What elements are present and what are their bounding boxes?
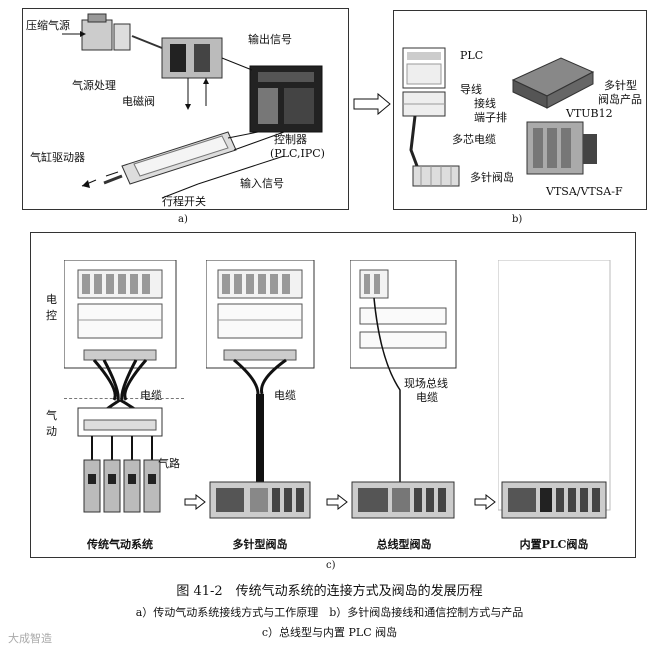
compressed-air-label: 压缩气源	[26, 19, 70, 32]
product-title-2: 阀岛产品	[598, 93, 642, 106]
pneumatic-label-1: 气	[46, 409, 57, 422]
vtub-label: VTUB12	[566, 107, 613, 120]
stage-fieldbus-diagram	[350, 260, 457, 519]
panel-a-label: a)	[178, 214, 188, 225]
plc-label: PLC	[460, 49, 484, 62]
solenoid-valve-label: 电磁阀	[122, 95, 155, 108]
stage-plc-diagram	[498, 260, 611, 519]
fieldbus-label-1: 现场总线	[404, 377, 448, 390]
controller-types-label: (PLC,IPC)	[270, 147, 325, 160]
arrow-stage-3	[474, 494, 496, 510]
wire-label: 导线	[460, 83, 482, 96]
stage-name-traditional: 传统气动系统	[87, 538, 153, 551]
panel-c-label: c)	[326, 560, 336, 571]
multipin-island-label: 多针阀岛	[470, 171, 514, 184]
output-signal-label: 输出信号	[248, 33, 292, 46]
terminal-strip-label: 端子排	[474, 111, 507, 124]
panel-b-diagram	[402, 47, 597, 187]
stage-name-fieldbus: 总线型阀岛	[376, 538, 432, 551]
stage-name-plc: 内置PLC阀岛	[519, 538, 589, 551]
wiring-label: 接线	[474, 97, 496, 110]
electric-control-label-1: 电	[46, 293, 57, 306]
stage-traditional-diagram	[64, 260, 177, 513]
panel-a-diagram	[62, 13, 323, 199]
stage-name-multipin: 多针型阀岛	[232, 538, 288, 551]
arrow-stage-1	[184, 494, 206, 510]
arrow-stage-2	[326, 494, 348, 510]
multicore-cable-label: 多芯电缆	[452, 133, 496, 146]
figure-caption-title: 图 41-2 传统气动系统的连接方式及阀岛的发展历程	[176, 584, 483, 599]
input-signal-label: 输入信号	[240, 177, 284, 190]
cable-label-1: 电缆	[140, 389, 162, 402]
fieldbus-label-2: 电缆	[416, 391, 438, 404]
vtsa-label: VTSA/VTSA-F	[546, 185, 623, 198]
controller-label: 控制器	[274, 133, 307, 146]
cylinder-label: 气缸驱动器	[30, 151, 85, 164]
electric-control-label-2: 控	[46, 309, 57, 322]
figure-caption-line-1: a）传动气动系统接线方式与工作原理 b）多针阀岛接线和通信控制方式与产品	[135, 606, 524, 619]
panel-b-label: b)	[512, 214, 523, 225]
product-title-1: 多针型	[604, 79, 637, 92]
stage-multipin-diagram	[206, 260, 315, 519]
air-path-label: 气路	[158, 457, 180, 470]
travel-switch-label: 行程开关	[162, 195, 206, 208]
pneumatic-label-2: 动	[46, 425, 57, 438]
air-treatment-label: 气源处理	[72, 79, 116, 92]
figure-caption-line-2: c）总线型与内置 PLC 阀岛	[261, 626, 398, 639]
cable-label-2: 电缆	[274, 389, 296, 402]
arrow-a-to-b	[353, 92, 391, 116]
watermark: 大成智造	[8, 632, 52, 645]
